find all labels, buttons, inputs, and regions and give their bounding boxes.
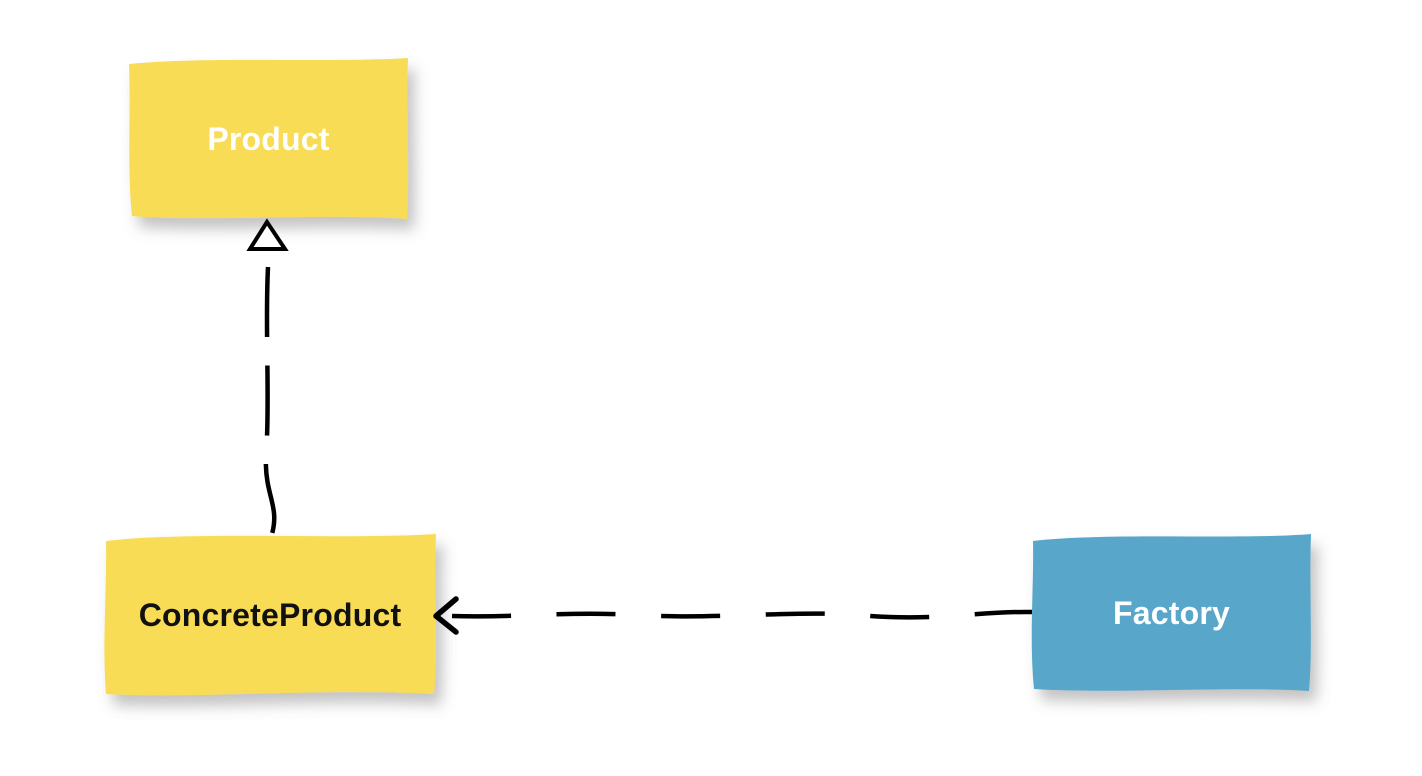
factory-node-shape xyxy=(1031,534,1311,691)
product-node-shape xyxy=(129,58,409,219)
hollow-triangle-arrowhead xyxy=(246,218,289,251)
open-arrowhead xyxy=(433,596,459,635)
realization-edge-line xyxy=(263,266,277,535)
dependency-edge-line xyxy=(451,609,1033,620)
concrete-product-node-shape xyxy=(104,534,436,696)
